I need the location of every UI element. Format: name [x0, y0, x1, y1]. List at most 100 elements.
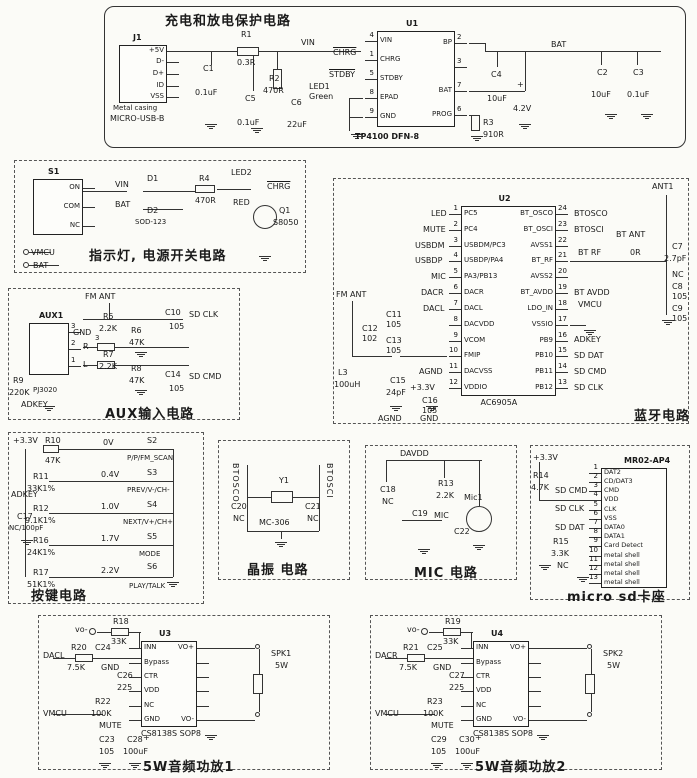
- gnd-symbol: [167, 581, 179, 590]
- pin-wire: [589, 528, 601, 529]
- title-amp2: 5W音频功放2: [475, 760, 567, 775]
- pin-name-vo: VO-: [513, 716, 526, 723]
- label-green: Green: [309, 92, 334, 101]
- label-r22: R22: [95, 697, 111, 706]
- ic-ref-u4: U4: [491, 629, 504, 638]
- label-r13: R13: [438, 479, 454, 488]
- label-bt-ant: BT ANT: [616, 230, 646, 239]
- wire: [319, 465, 320, 497]
- pin-name-bypass: Bypass: [144, 659, 169, 666]
- pin-name-nc: NC: [476, 702, 487, 709]
- label-c2: C2: [597, 68, 608, 77]
- wire: [349, 117, 363, 118]
- label-33k: 33K: [443, 637, 459, 646]
- ic-ref-j1: J1: [133, 33, 142, 42]
- wire: [349, 98, 363, 99]
- pin-wire: [167, 74, 179, 75]
- pin-wire: [589, 574, 601, 575]
- wire: [173, 449, 174, 577]
- label-mic1: Mic1: [464, 493, 483, 502]
- gnd-bar: [261, 258, 269, 259]
- label-c14: C14: [165, 370, 181, 379]
- pin-wire: [589, 537, 601, 538]
- gnd-bar: [539, 565, 551, 566]
- gnd-symbol: [205, 123, 217, 132]
- label-c27: C27: [449, 671, 465, 680]
- component-circle: [23, 262, 29, 268]
- pin-wire: [449, 309, 461, 310]
- label-q1: Q1: [279, 206, 291, 215]
- ic-body-u1: [377, 31, 455, 127]
- pin-number: 16: [558, 331, 567, 339]
- pin-number: 2: [71, 339, 76, 347]
- gnd-symbol: [21, 539, 33, 548]
- gnd-symbol: [431, 762, 443, 771]
- gnd-bar: [581, 581, 585, 582]
- pin-name-vo+: VO+: [177, 644, 194, 651]
- pin-wire: [589, 491, 601, 492]
- label-vin: VIN: [301, 38, 315, 47]
- label-c19: C19: [412, 509, 428, 518]
- pin-wire: [461, 691, 473, 692]
- gnd-bar: [521, 126, 529, 127]
- gnd-symbol: [275, 541, 287, 550]
- gnd-symbol: [537, 734, 549, 743]
- gnd-bar: [394, 410, 398, 411]
- label-mode: MODE: [139, 550, 161, 558]
- label-c21: C21: [305, 502, 321, 511]
- label-nc: NC: [672, 270, 684, 279]
- pin-name-data0: DATA0: [604, 524, 625, 531]
- wire: [570, 261, 666, 262]
- label-adkey: ADKEY: [574, 335, 601, 344]
- ic-subtitle: CS8138S SOP8: [473, 729, 533, 738]
- pin-number: 5: [593, 500, 598, 508]
- wire: [247, 497, 248, 531]
- label-0v: 0V: [103, 438, 114, 447]
- title-amp1: 5W音频功放1: [143, 760, 235, 775]
- label-+: +: [475, 733, 482, 742]
- pin-wire: [167, 62, 179, 63]
- label-sd-clk: SD CLK: [574, 383, 604, 392]
- gnd-bar: [255, 132, 259, 133]
- pin-name-bt-rf: BT_RF: [531, 257, 553, 264]
- pin-wire: [449, 372, 461, 373]
- label-c23: C23: [99, 735, 115, 744]
- gnd-bar: [473, 545, 485, 546]
- wire: [53, 714, 103, 715]
- label-5w: 5W: [607, 661, 620, 670]
- gnd-bar: [422, 553, 426, 554]
- label-2-7pf: 2.7pF: [664, 254, 687, 263]
- pin-name-metal-shell: metal shell: [604, 561, 640, 568]
- wire: [53, 658, 141, 659]
- label-0-1uf: 0.1uF: [195, 88, 218, 97]
- label-d1: D1: [147, 174, 159, 183]
- pin-number: 13: [558, 378, 567, 386]
- label-r15: R15: [553, 537, 569, 546]
- gnd-bar: [23, 542, 31, 543]
- label-c13: C13: [386, 336, 402, 345]
- ic-ref-aux1: AUX1: [39, 311, 64, 320]
- label-d2: D2: [147, 206, 159, 215]
- wire: [143, 209, 183, 210]
- pin-wire: [589, 583, 601, 584]
- component-circle: [255, 644, 260, 649]
- label-nc-100pf: NC/100pF: [9, 524, 44, 532]
- pin-wire: [449, 230, 461, 231]
- label-btosci: BTOSCI: [574, 225, 604, 234]
- pin-wire: [556, 214, 568, 215]
- label-s4: S4: [147, 500, 158, 509]
- label-gnd: GND: [433, 663, 452, 672]
- label-bt-avdd: BT AVDD: [574, 288, 610, 297]
- pin-wire: [556, 388, 568, 389]
- ic-ref-mr02-ap4: MR02-AP4: [624, 456, 671, 465]
- label-c15: C15: [390, 376, 406, 385]
- wire: [143, 191, 195, 192]
- label-micro-usb-b: MICRO-USB-B: [110, 114, 165, 123]
- pin-name-nc: NC: [144, 702, 155, 709]
- label-9-1k1: 9.1K1%: [25, 516, 56, 525]
- pin-wire: [556, 356, 568, 357]
- pin-name-avss1: AVSS1: [530, 242, 553, 249]
- wire: [525, 51, 526, 91]
